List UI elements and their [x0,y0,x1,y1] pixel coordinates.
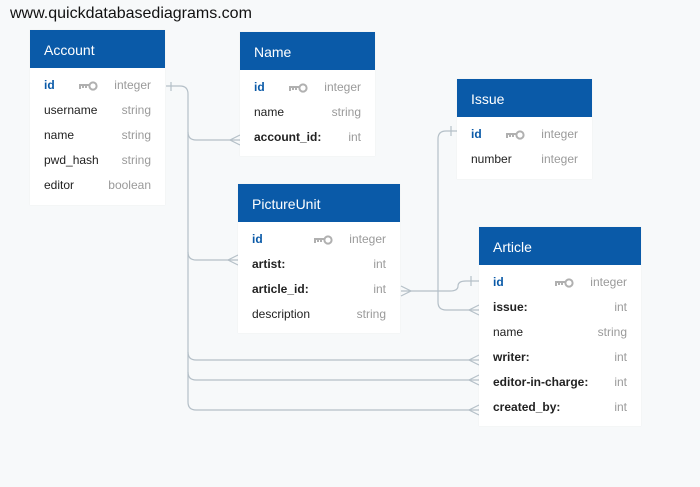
field-name: created_by: [493,400,561,414]
field-row[interactable]: id integer [238,227,400,252]
field-row[interactable]: editor-in-charge: int [479,370,641,395]
field-name: number [471,152,512,166]
rel-account-name [187,131,240,141]
crowfoot-picture-article-id [400,285,413,297]
field-type: string [597,325,627,339]
key-icon [314,235,333,245]
field-name: article_id: [252,282,309,296]
field-name: editor [44,178,75,192]
field-type: integer [541,152,578,166]
field-type: int [614,350,627,364]
field-row[interactable]: issue: int [479,295,641,320]
crowfoot-article-issue [467,304,480,316]
field-name: id [471,127,482,141]
field-row[interactable]: id integer [30,73,165,98]
key-icon [555,278,574,288]
field-name: description [252,307,311,321]
field-name: username [44,103,98,117]
table-title[interactable]: Account [30,30,165,68]
field-type: int [348,130,361,144]
table-title[interactable]: Article [479,227,641,265]
field-type: int [373,282,386,296]
field-name: account_id: [254,130,322,144]
field-row[interactable]: article_id: int [238,277,400,302]
field-type: int [373,257,386,271]
field-name: id [254,80,265,94]
crowfoot-article-writer [467,354,480,366]
field-name: artist: [252,257,286,271]
table-title[interactable]: PictureUnit [238,184,400,222]
table-issue[interactable]: Issue id integer number integer [457,79,592,179]
field-row[interactable]: id integer [479,270,641,295]
field-type: integer [114,78,151,92]
field-name: id [493,275,504,289]
table-pictureunit[interactable]: PictureUnit id integer artist: int artic… [238,184,400,333]
field-type: string [331,105,361,119]
field-type: integer [349,232,386,246]
table-article[interactable]: Article id integer issue: int name strin… [479,227,641,426]
field-name: name [44,128,75,142]
table-title[interactable]: Issue [457,79,592,117]
rel-account-article-editor [187,371,479,381]
field-type: int [614,300,627,314]
field-name: writer: [493,350,530,364]
rel-account-trunk [166,85,479,411]
rel-account-article-writer [187,351,479,361]
field-type: string [356,307,386,321]
field-type: integer [541,127,578,141]
crowfoot-article-created-by [467,404,480,416]
field-row[interactable]: artist: int [238,252,400,277]
rel-account-picture-artist [187,251,238,261]
field-type: int [614,375,627,389]
field-row[interactable]: number integer [457,147,592,172]
key-icon [506,130,525,140]
field-name: name [493,325,524,339]
field-row[interactable]: name string [479,320,641,345]
crowfoot-picture-artist [226,254,239,266]
crowfoot-article-editor [467,374,480,386]
rel-issue-article [437,130,479,311]
field-type: string [121,103,151,117]
field-row[interactable]: pwd_hash string [30,148,165,173]
field-row[interactable]: username string [30,98,165,123]
field-name: id [44,78,55,92]
field-name: issue: [493,300,528,314]
key-icon [79,81,98,91]
field-row[interactable]: name string [30,123,165,148]
rel-article-picture [401,280,479,292]
field-row[interactable]: editor boolean [30,173,165,198]
field-type: boolean [108,178,151,192]
field-row[interactable]: writer: int [479,345,641,370]
field-row[interactable]: description string [238,302,400,327]
field-type: string [121,153,151,167]
field-row[interactable]: created_by: int [479,395,641,420]
field-row[interactable]: name string [240,100,375,125]
crowfoot-name-account-id [228,134,241,146]
field-type: integer [590,275,627,289]
key-icon [289,83,308,93]
field-name: pwd_hash [44,153,99,167]
field-type: integer [324,80,361,94]
field-type: string [121,128,151,142]
field-name: id [252,232,263,246]
field-row[interactable]: id integer [240,75,375,100]
table-account[interactable]: Account id integer username string name … [30,30,165,205]
table-name[interactable]: Name id integer name string account_id: … [240,32,375,156]
table-title[interactable]: Name [240,32,375,70]
field-row[interactable]: id integer [457,122,592,147]
field-name: editor-in-charge: [493,375,589,389]
site-url: www.quickdatabasediagrams.com [10,5,252,22]
field-name: name [254,105,285,119]
field-row[interactable]: account_id: int [240,125,375,150]
field-type: int [614,400,627,414]
